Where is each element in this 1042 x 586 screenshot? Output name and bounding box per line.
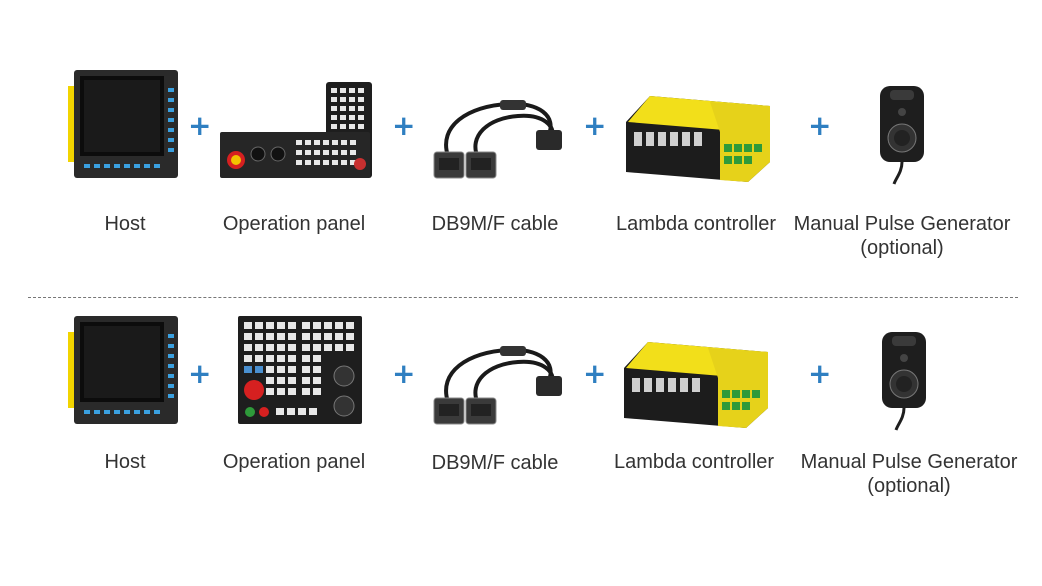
- plus-sign: +: [583, 357, 607, 390]
- db9-cable-label: DB9M/F cable: [431, 213, 559, 235]
- db9-cable-icon: [433, 100, 562, 179]
- pulse-generator-sublabel: (optional): [867, 475, 951, 497]
- operation-panel-label: Operation panel: [222, 213, 366, 235]
- db9-cable-item: DB9M/F cable: [420, 304, 570, 524]
- host-label: Host: [104, 213, 146, 235]
- host-label: Host: [104, 451, 146, 473]
- pulse-generator-icon: [882, 332, 926, 431]
- operation-panel-label: Operation panel: [222, 451, 366, 473]
- lambda-controller-icon: [626, 96, 770, 182]
- db9-cable-icon: [433, 346, 562, 425]
- host-monitor-icon: [68, 316, 178, 424]
- db9-cable-label: DB9M/F cable: [431, 452, 559, 474]
- host-item: Host: [60, 304, 190, 524]
- operation-panel-icon: [220, 82, 372, 178]
- manual-pulse-generator-item: Manual Pulse Generator (optional): [788, 60, 1016, 280]
- operation-panel-item: Operation panel: [214, 304, 374, 524]
- plus-sign: +: [583, 109, 607, 142]
- row-divider: [28, 297, 1018, 298]
- lambda-controller-icon: [624, 342, 768, 428]
- host-monitor-icon: [68, 70, 178, 178]
- plus-sign: +: [392, 357, 416, 390]
- pulse-generator-label: Manual Pulse Generator: [800, 451, 1018, 473]
- manual-pulse-generator-item: Manual Pulse Generator (optional): [796, 304, 1022, 524]
- host-item: Host: [60, 60, 190, 280]
- pulse-generator-sublabel: (optional): [860, 237, 944, 259]
- operation-panel-icon: [238, 316, 362, 424]
- lambda-controller-label: Lambda controller: [615, 213, 777, 235]
- plus-sign: +: [188, 109, 212, 142]
- lambda-controller-item: Lambda controller: [608, 60, 784, 280]
- plus-sign: +: [808, 109, 832, 142]
- configuration-row-1: Host + Operation panel: [0, 60, 1042, 280]
- plus-sign: +: [808, 357, 832, 390]
- lambda-controller-label: Lambda controller: [613, 451, 775, 473]
- plus-sign: +: [188, 357, 212, 390]
- pulse-generator-icon: [880, 86, 924, 185]
- operation-panel-item: Operation panel: [214, 60, 374, 280]
- db9-cable-item: DB9M/F cable: [420, 60, 570, 280]
- pulse-generator-label: Manual Pulse Generator: [793, 213, 1011, 235]
- configuration-row-2: Host + O: [0, 304, 1042, 524]
- plus-sign: +: [392, 109, 416, 142]
- lambda-controller-item: Lambda controller: [606, 304, 782, 524]
